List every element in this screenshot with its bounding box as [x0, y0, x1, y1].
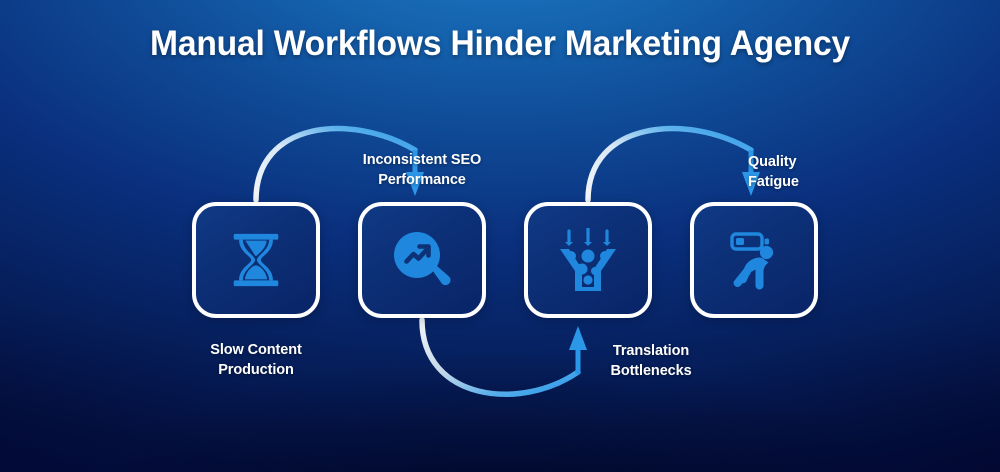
low-battery-glyph	[730, 232, 769, 251]
connector-arc-1	[253, 125, 424, 203]
node-quality-fatigue[interactable]	[690, 202, 818, 318]
label-inconsistent-seo-performance: Inconsistent SEO Performance	[362, 152, 482, 188]
label-translation-bottlenecks: Translation Bottlenecks	[610, 343, 692, 379]
node-translation-bottlenecks[interactable]	[524, 202, 652, 318]
connector-arc-3	[585, 125, 760, 203]
funnel-bottleneck-icon	[554, 228, 622, 292]
tired-person-low-battery-icon	[722, 228, 786, 292]
hourglass-icon	[225, 229, 287, 291]
connector-arc-2	[419, 317, 587, 397]
label-quality-fatigue: Quality Fatigue	[748, 154, 799, 190]
node-inconsistent-seo-performance[interactable]	[358, 202, 486, 318]
hunched-person-glyph	[733, 245, 774, 290]
label-slow-content-production: Slow Content Production	[210, 342, 302, 378]
seo-magnifier-trend-icon	[390, 228, 454, 292]
node-slow-content-production[interactable]	[192, 202, 320, 318]
page-title: Manual Workflows Hinder Marketing Agency	[150, 24, 850, 63]
